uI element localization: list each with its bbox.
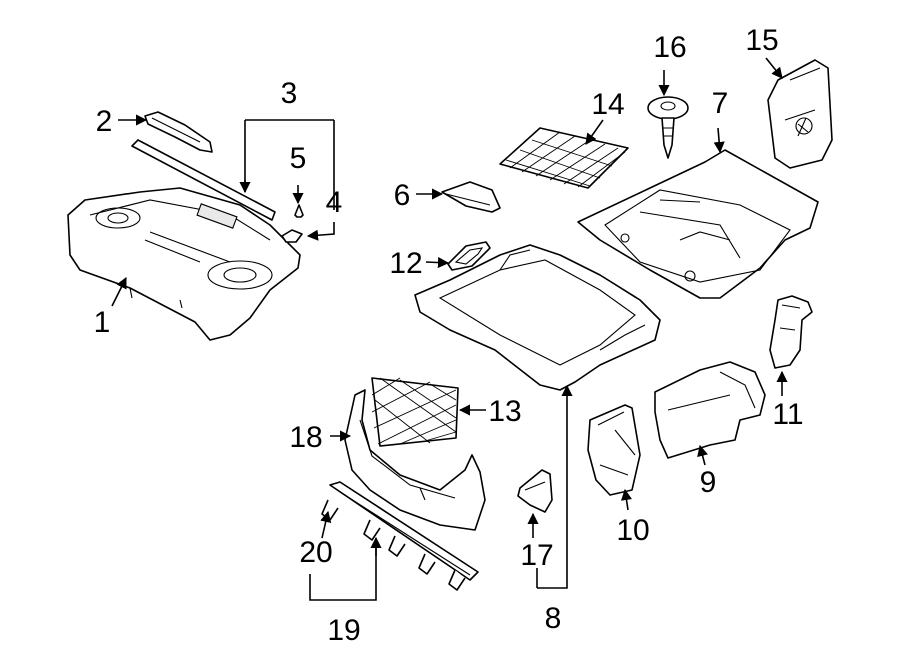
callout-12: 12 <box>389 247 422 280</box>
trunk-liner-8 <box>414 244 661 391</box>
rail-19 <box>329 481 479 581</box>
callout-2: 2 <box>96 105 113 138</box>
clip-4 <box>281 229 303 243</box>
callout-1: 1 <box>94 306 111 339</box>
package-tray <box>67 187 301 341</box>
callout-19: 19 <box>327 614 360 647</box>
brake-light-housing <box>144 111 213 153</box>
callout-10: 10 <box>616 514 649 547</box>
callout-11: 11 <box>772 398 803 431</box>
bracket-11 <box>769 295 813 369</box>
spare-cover-15 <box>767 59 833 169</box>
callout-labels: 1 2 3 4 5 6 7 8 9 10 11 12 13 14 15 16 1… <box>94 24 804 647</box>
cover-6 <box>441 181 501 213</box>
trim-strip <box>131 139 276 221</box>
callout-4: 4 <box>326 186 343 219</box>
callout-15: 15 <box>745 24 778 57</box>
leader-lines <box>111 57 788 601</box>
callout-16: 16 <box>653 31 686 64</box>
callout-6: 6 <box>394 179 411 212</box>
callout-13: 13 <box>488 395 521 428</box>
side-panel-10 <box>587 404 641 496</box>
callout-20: 20 <box>299 536 332 569</box>
cargo-net-14 <box>499 127 629 189</box>
callout-14: 14 <box>591 88 624 121</box>
trunk-floor-7 <box>577 149 819 299</box>
callout-17: 17 <box>520 539 553 572</box>
hooks-20 <box>321 499 466 591</box>
callout-3: 3 <box>281 77 298 110</box>
retainer-16 <box>647 96 689 159</box>
clip-5 <box>294 204 304 218</box>
side-net-13 <box>371 377 459 447</box>
callout-5: 5 <box>290 142 307 175</box>
callout-9: 9 <box>700 466 717 499</box>
callout-7: 7 <box>712 87 729 120</box>
bezel-12 <box>447 241 491 271</box>
bracket-17 <box>517 469 553 513</box>
wheelhouse-9 <box>654 361 766 459</box>
callout-18: 18 <box>289 421 322 454</box>
callout-8: 8 <box>545 602 562 635</box>
side-trim-18 <box>344 389 486 531</box>
